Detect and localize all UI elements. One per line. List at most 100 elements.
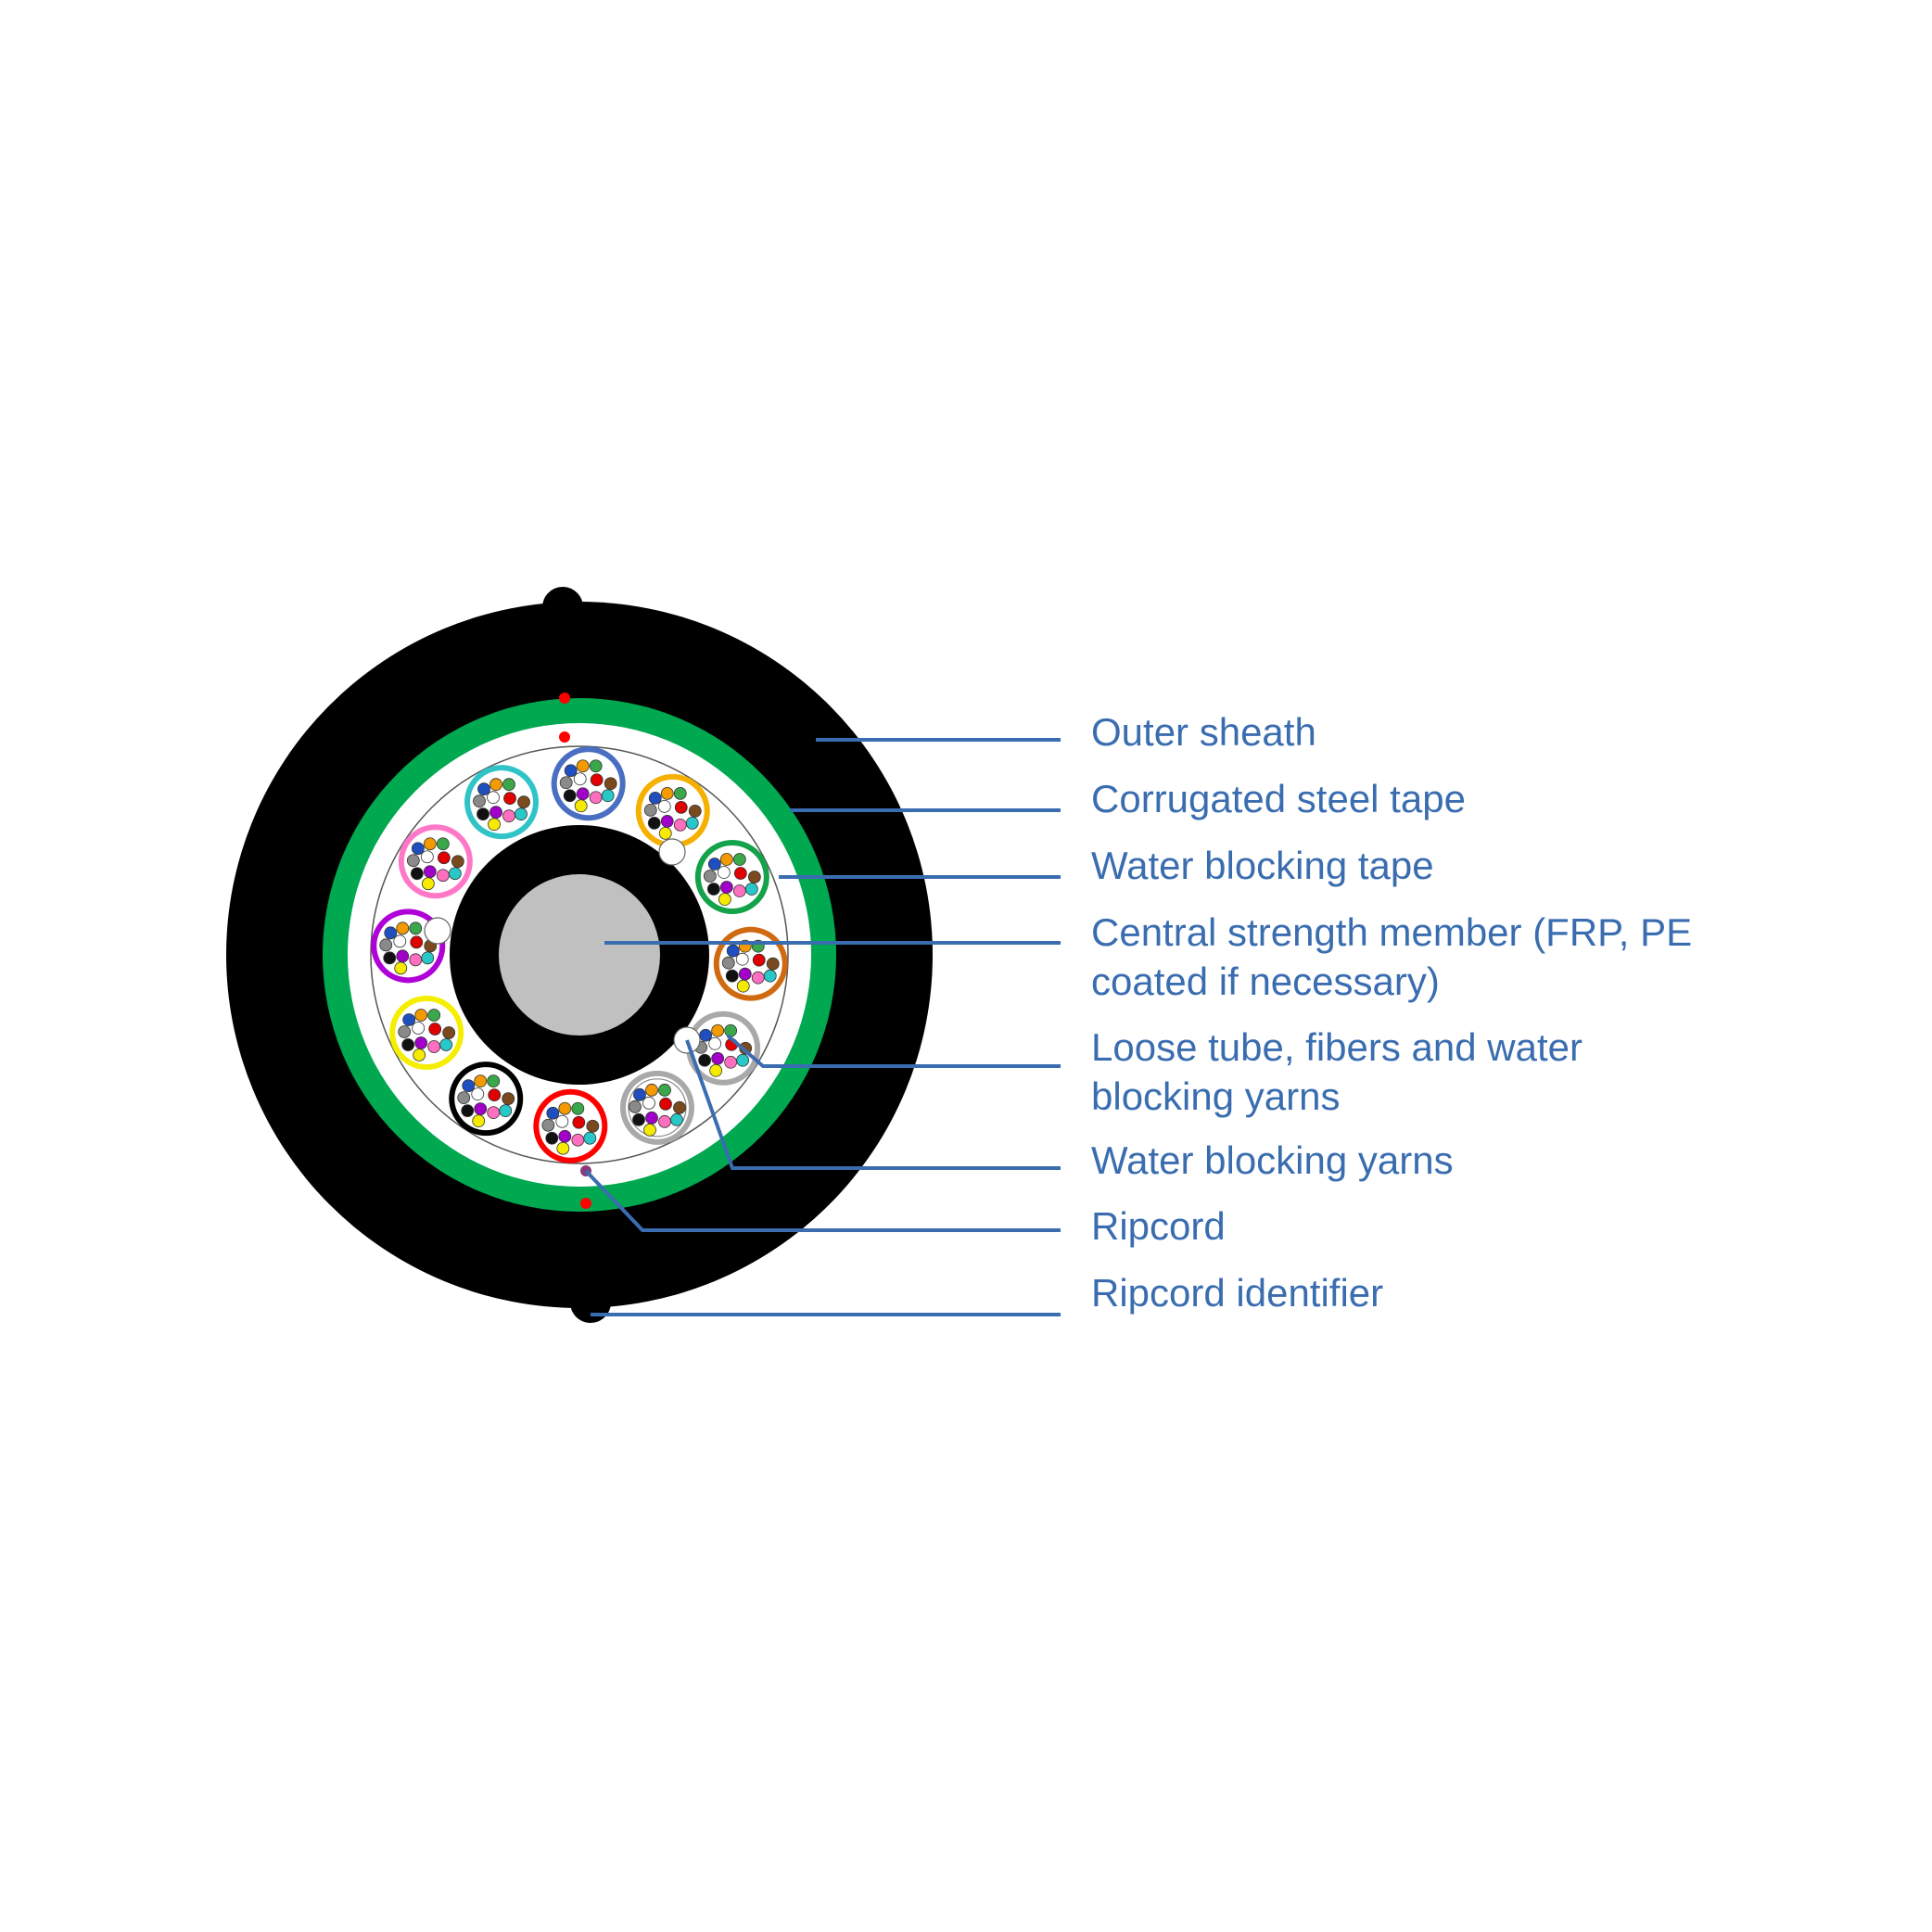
- loose-tube: [635, 773, 710, 848]
- fiber: [488, 818, 501, 832]
- fiber: [576, 759, 590, 773]
- label-water-blocking-yarns: Water blocking yarns: [1091, 1138, 1454, 1182]
- fiber: [738, 967, 752, 981]
- fiber: [698, 1053, 712, 1067]
- fiber: [726, 944, 740, 958]
- label-line: Central strength member (FRP, PE: [1091, 910, 1692, 954]
- fiber: [473, 794, 486, 808]
- fiber: [719, 853, 733, 866]
- label-line: Water blocking tape: [1091, 844, 1434, 887]
- fiber: [517, 795, 530, 809]
- fiber: [658, 1114, 671, 1128]
- fiber: [744, 883, 758, 896]
- fiber: [420, 850, 434, 864]
- fiber: [590, 773, 604, 787]
- fiber: [559, 776, 573, 790]
- fiber: [428, 1023, 442, 1036]
- fiber: [409, 953, 423, 967]
- fiber: [706, 883, 720, 896]
- fiber: [589, 759, 603, 773]
- fiber: [541, 1118, 555, 1132]
- fiber: [515, 807, 527, 821]
- loose-tube: [686, 1010, 761, 1086]
- label-outer-sheath: Outer sheath: [1091, 710, 1316, 754]
- fiber: [735, 952, 749, 966]
- label-corrugated-steel-tape: Corrugated steel tape: [1091, 777, 1466, 820]
- fiber: [503, 792, 516, 806]
- loose-tube: [389, 995, 464, 1070]
- fiber: [586, 1119, 600, 1133]
- loose-tube: [619, 1070, 694, 1145]
- loose-tube: [449, 1061, 524, 1137]
- fiber: [673, 1100, 686, 1114]
- fiber: [766, 957, 780, 971]
- fiber: [643, 803, 657, 817]
- fiber: [571, 1101, 585, 1115]
- fiber: [394, 961, 408, 975]
- label-line: Ripcord identifier: [1091, 1271, 1383, 1315]
- fiber: [436, 837, 450, 851]
- fiber: [658, 1083, 671, 1097]
- fiber: [703, 870, 717, 883]
- fiber: [674, 800, 688, 814]
- fiber: [563, 789, 577, 803]
- fiber: [487, 791, 500, 805]
- fiber: [462, 1079, 476, 1093]
- ripcord-dot-top-inner: [559, 731, 570, 743]
- fiber: [670, 1112, 683, 1126]
- fiber: [699, 1028, 713, 1042]
- fiber: [502, 778, 515, 792]
- fiber: [555, 1114, 569, 1128]
- fiber: [436, 869, 450, 883]
- fiber: [736, 1053, 750, 1067]
- fiber: [685, 816, 699, 830]
- fiber: [402, 1013, 416, 1026]
- loose-tube: [533, 1088, 608, 1163]
- loose-tube: [398, 824, 473, 899]
- fiber: [437, 851, 451, 865]
- fiber: [502, 1092, 515, 1106]
- fiber: [688, 804, 702, 818]
- cable-cross-section: [226, 587, 933, 1323]
- fiber: [632, 1112, 645, 1126]
- fiber: [576, 787, 590, 801]
- fiber: [423, 837, 437, 851]
- fiber: [752, 953, 766, 967]
- fiber: [725, 969, 739, 983]
- fiber: [642, 1096, 655, 1110]
- fiber: [645, 1083, 658, 1097]
- fiber: [474, 1074, 488, 1088]
- fiber: [601, 789, 615, 803]
- fiber: [708, 1036, 722, 1050]
- fiber: [583, 1131, 597, 1145]
- fiber: [396, 922, 410, 935]
- fiber: [401, 1038, 415, 1051]
- fiber: [571, 1133, 585, 1147]
- fiber: [411, 842, 425, 856]
- fiber: [414, 1009, 428, 1022]
- fiber: [660, 786, 674, 800]
- fiber: [564, 764, 578, 778]
- fiber: [545, 1131, 559, 1145]
- water-blocking-yarn: [658, 838, 686, 866]
- fiber: [574, 799, 588, 813]
- fiber: [633, 1087, 646, 1101]
- fiber: [461, 1104, 475, 1118]
- fiber: [410, 867, 424, 881]
- fiber: [572, 1115, 586, 1129]
- fiber: [589, 791, 603, 805]
- label-line: Ripcord: [1091, 1204, 1226, 1248]
- fiber: [489, 806, 502, 820]
- fiber: [477, 782, 490, 796]
- loose-tube: [464, 765, 540, 840]
- fiber: [477, 807, 489, 821]
- fiber: [558, 1129, 572, 1143]
- fiber: [406, 854, 420, 868]
- label-water-blocking-tape: Water blocking tape: [1091, 844, 1434, 887]
- fiber: [472, 1114, 486, 1128]
- fiber: [502, 809, 515, 823]
- label-line: Outer sheath: [1091, 710, 1316, 754]
- fiber: [457, 1091, 471, 1105]
